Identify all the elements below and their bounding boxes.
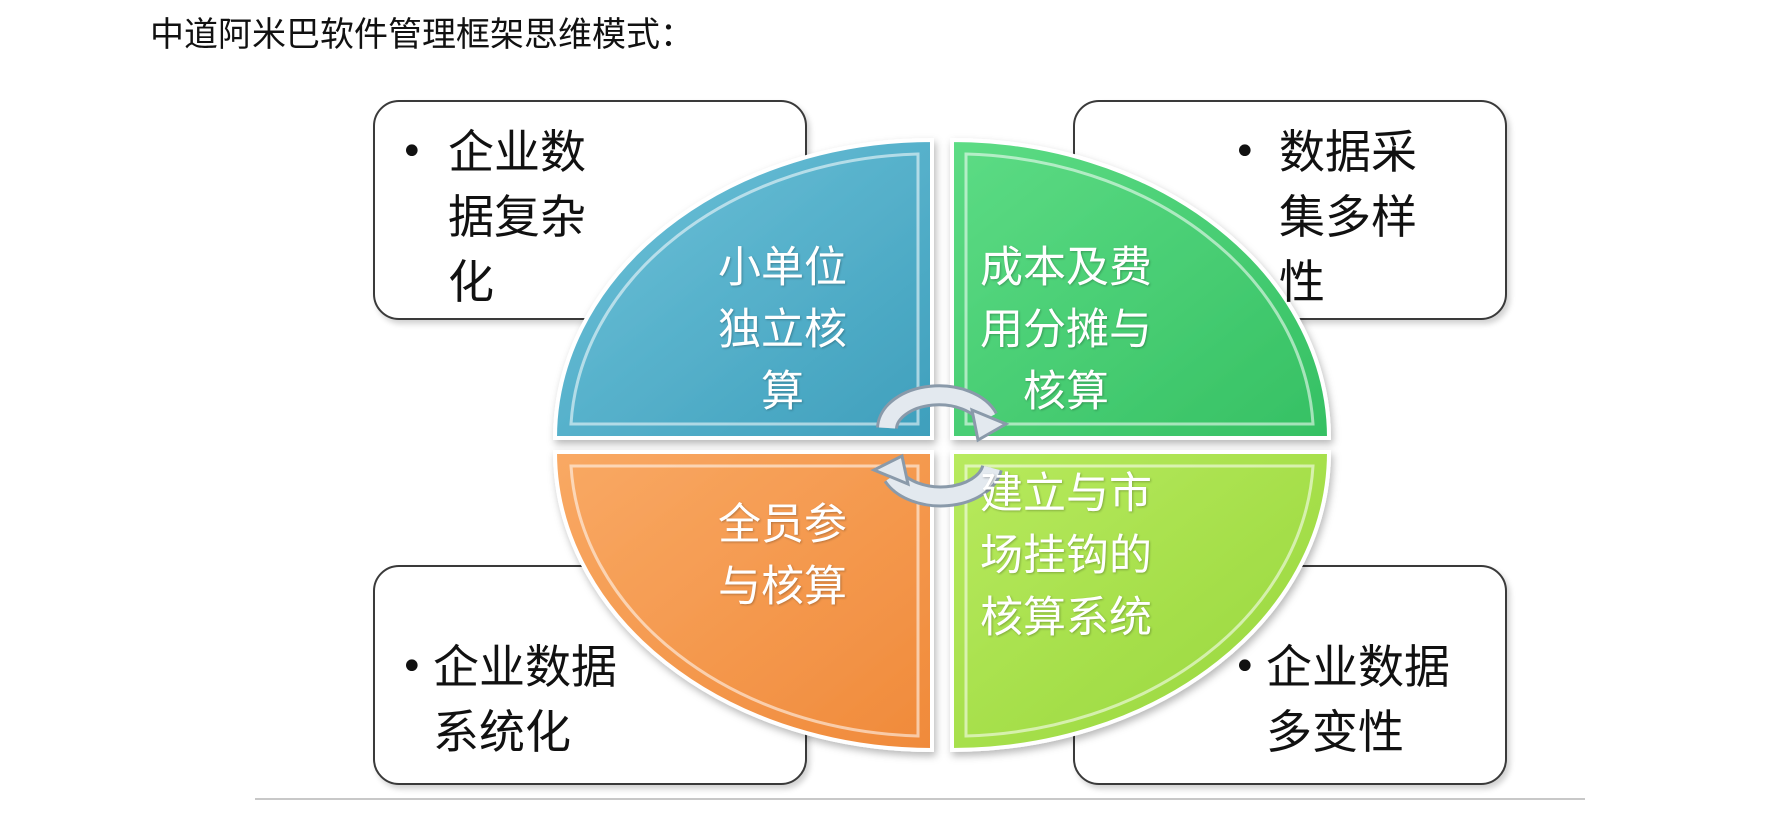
quadrant-label-line: 全员参 — [718, 500, 847, 550]
quadrant-bottom-left — [552, 450, 934, 753]
corner-text-line: 化 — [448, 255, 494, 309]
corner-text-bottom-left: 企业数据 系统化 — [433, 635, 617, 765]
corner-text-line: 企业数据 — [1266, 640, 1450, 694]
corner-text-line: 多变性 — [1266, 705, 1404, 759]
corner-text-line: 性 — [1279, 255, 1325, 309]
quadrant-label-line: 与核算 — [718, 562, 847, 612]
quadrant-label-line: 场挂钩的 — [980, 531, 1152, 581]
quadrant-top-right — [950, 137, 1332, 440]
quadrant-label-top-right: 成本及费 用分摊与 核算 — [980, 237, 1152, 423]
corner-text-line: 数据采 — [1279, 125, 1417, 179]
quadrant-label-top-left: 小单位 独立核 算 — [718, 237, 847, 423]
corner-text-line: 企业数 — [448, 125, 586, 179]
quadrant-label-line: 建立与市 — [980, 469, 1152, 519]
corner-text-top-right: 数据采 集多样 性 — [1279, 120, 1417, 315]
corner-text-line: 集多样 — [1279, 190, 1417, 244]
cycle-arrows-icon — [870, 384, 1010, 508]
corner-text-top-left: 企业数 据复杂 化 — [448, 120, 586, 315]
bullet-icon: • — [400, 129, 424, 175]
bullet-icon: • — [1233, 129, 1257, 175]
quadrant-label-bottom-right: 建立与市 场挂钩的 核算系统 — [980, 463, 1152, 649]
page-title: 中道阿米巴软件管理框架思维模式： — [150, 15, 694, 55]
quadrant-label-line: 用分摊与 — [980, 305, 1152, 355]
bullet-icon: • — [400, 644, 424, 690]
corner-text-bottom-right: 企业数据 多变性 — [1266, 635, 1450, 765]
bullet-icon: • — [1233, 644, 1257, 690]
quadrant-label-line: 算 — [761, 367, 804, 417]
quadrant-bottom-right — [950, 450, 1332, 753]
quadrant-label-line: 小单位 — [718, 243, 847, 293]
corner-text-line: 系统化 — [433, 705, 571, 759]
corner-text-line: 企业数据 — [433, 640, 617, 694]
divider — [255, 798, 1585, 800]
quadrant-top-left — [552, 137, 934, 440]
quadrant-label-bottom-left: 全员参 与核算 — [718, 494, 847, 618]
quadrant-label-line: 独立核 — [718, 305, 847, 355]
corner-text-line: 据复杂 — [448, 190, 586, 244]
quadrant-label-line: 核算系统 — [980, 593, 1152, 643]
quadrant-label-line: 核算 — [1023, 367, 1109, 417]
quadrant-label-line: 成本及费 — [980, 243, 1152, 293]
